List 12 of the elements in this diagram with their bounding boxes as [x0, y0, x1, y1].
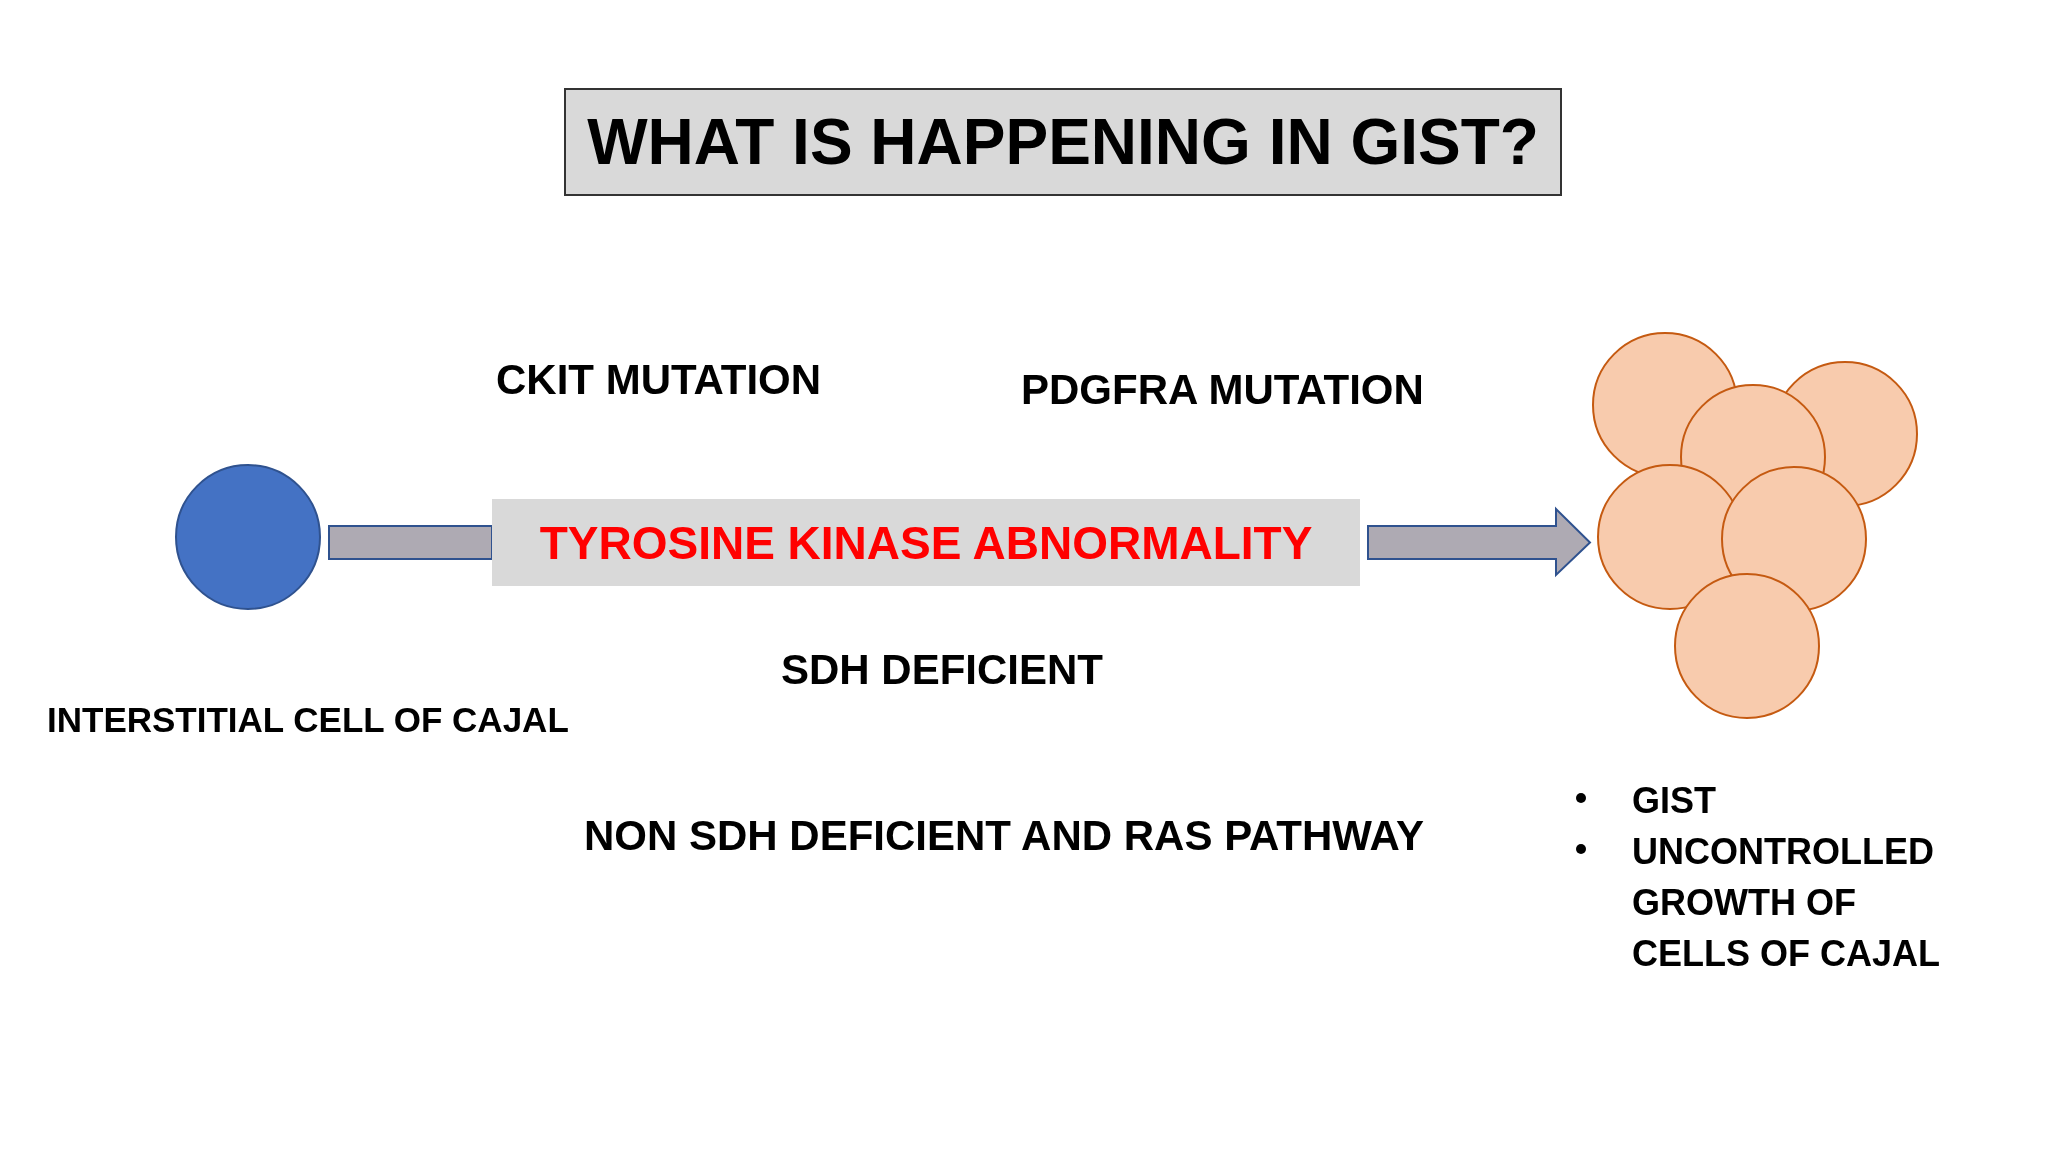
cell-label: INTERSTITIAL CELL OF CAJAL	[47, 699, 569, 741]
bullet-text: GIST	[1632, 779, 1717, 823]
bullet-text: UNCONTROLLED GROWTH OF CELLS OF CAJAL	[1632, 830, 1941, 976]
title-box: WHAT IS HAPPENING IN GIST?	[564, 88, 1562, 196]
text-box: TYROSINE KINASE ABNORMALITY	[492, 499, 1360, 586]
mutation-label: PDGFRA MUTATION	[1021, 365, 1424, 415]
block-arrow	[328, 525, 493, 560]
mutation-label: SDH DEFICIENT	[781, 645, 1103, 695]
cell-cluster-drawing	[1590, 330, 1920, 722]
mutation-label: NON SDH DEFICIENT AND RAS PATHWAY	[584, 811, 1425, 861]
mutation-label: CKIT MUTATION	[496, 355, 822, 405]
block-arrow	[1367, 506, 1592, 578]
